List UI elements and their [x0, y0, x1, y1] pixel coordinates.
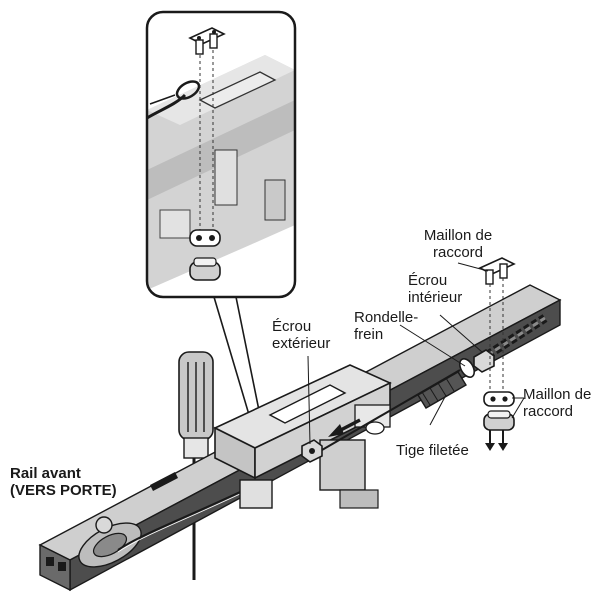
inset-detail [145, 10, 297, 446]
label-rondelle-frein-line2: frein [354, 326, 384, 343]
master-link-plates-inset [189, 229, 221, 281]
front-pulley [78, 516, 142, 568]
label-rail-avant-line1: Rail avant [10, 465, 81, 482]
label-rail-avant-line2: (VERS PORTE) [10, 482, 117, 499]
label-maillon-top-line2: raccord [432, 244, 484, 261]
direction-arrow [328, 418, 361, 437]
label-ecrou-exterieur-line1: Écrou [272, 318, 312, 335]
label-maillon-top: Maillon de raccord [410, 227, 506, 261]
label-maillon-right-line2: raccord [523, 403, 574, 420]
master-link-pin-inset [188, 27, 226, 55]
label-maillon-right-line1: Maillon de [523, 386, 592, 403]
threaded-rod [321, 369, 467, 451]
master-link-pin [478, 257, 516, 395]
label-tige-filetee: Tige filetée [396, 442, 469, 459]
outer-nut [301, 439, 323, 463]
lock-washer [458, 358, 476, 378]
leader-lines [307, 262, 525, 445]
label-maillon-top-line1: Maillon de [423, 227, 493, 244]
label-ecrou-exterieur-line2: extérieur [272, 335, 331, 352]
inner-nut [473, 349, 495, 373]
label-rondelle-frein-line1: Rondelle- [354, 309, 419, 326]
label-ecrou-interieur-line1: Écrou [408, 272, 448, 289]
label-ecrou-interieur-line2: intérieur [408, 289, 463, 306]
label-rail-avant: Rail avant (VERS PORTE) [10, 465, 117, 499]
label-maillon-right: Maillon de raccord [523, 386, 591, 420]
label-ecrou-interieur: Écrou intérieur [408, 272, 462, 306]
label-ecrou-exterieur: Écrou extérieur [272, 318, 330, 352]
label-rondelle-frein: Rondelle- frein [354, 309, 418, 343]
master-link-plates [483, 391, 515, 451]
cable [117, 491, 241, 551]
